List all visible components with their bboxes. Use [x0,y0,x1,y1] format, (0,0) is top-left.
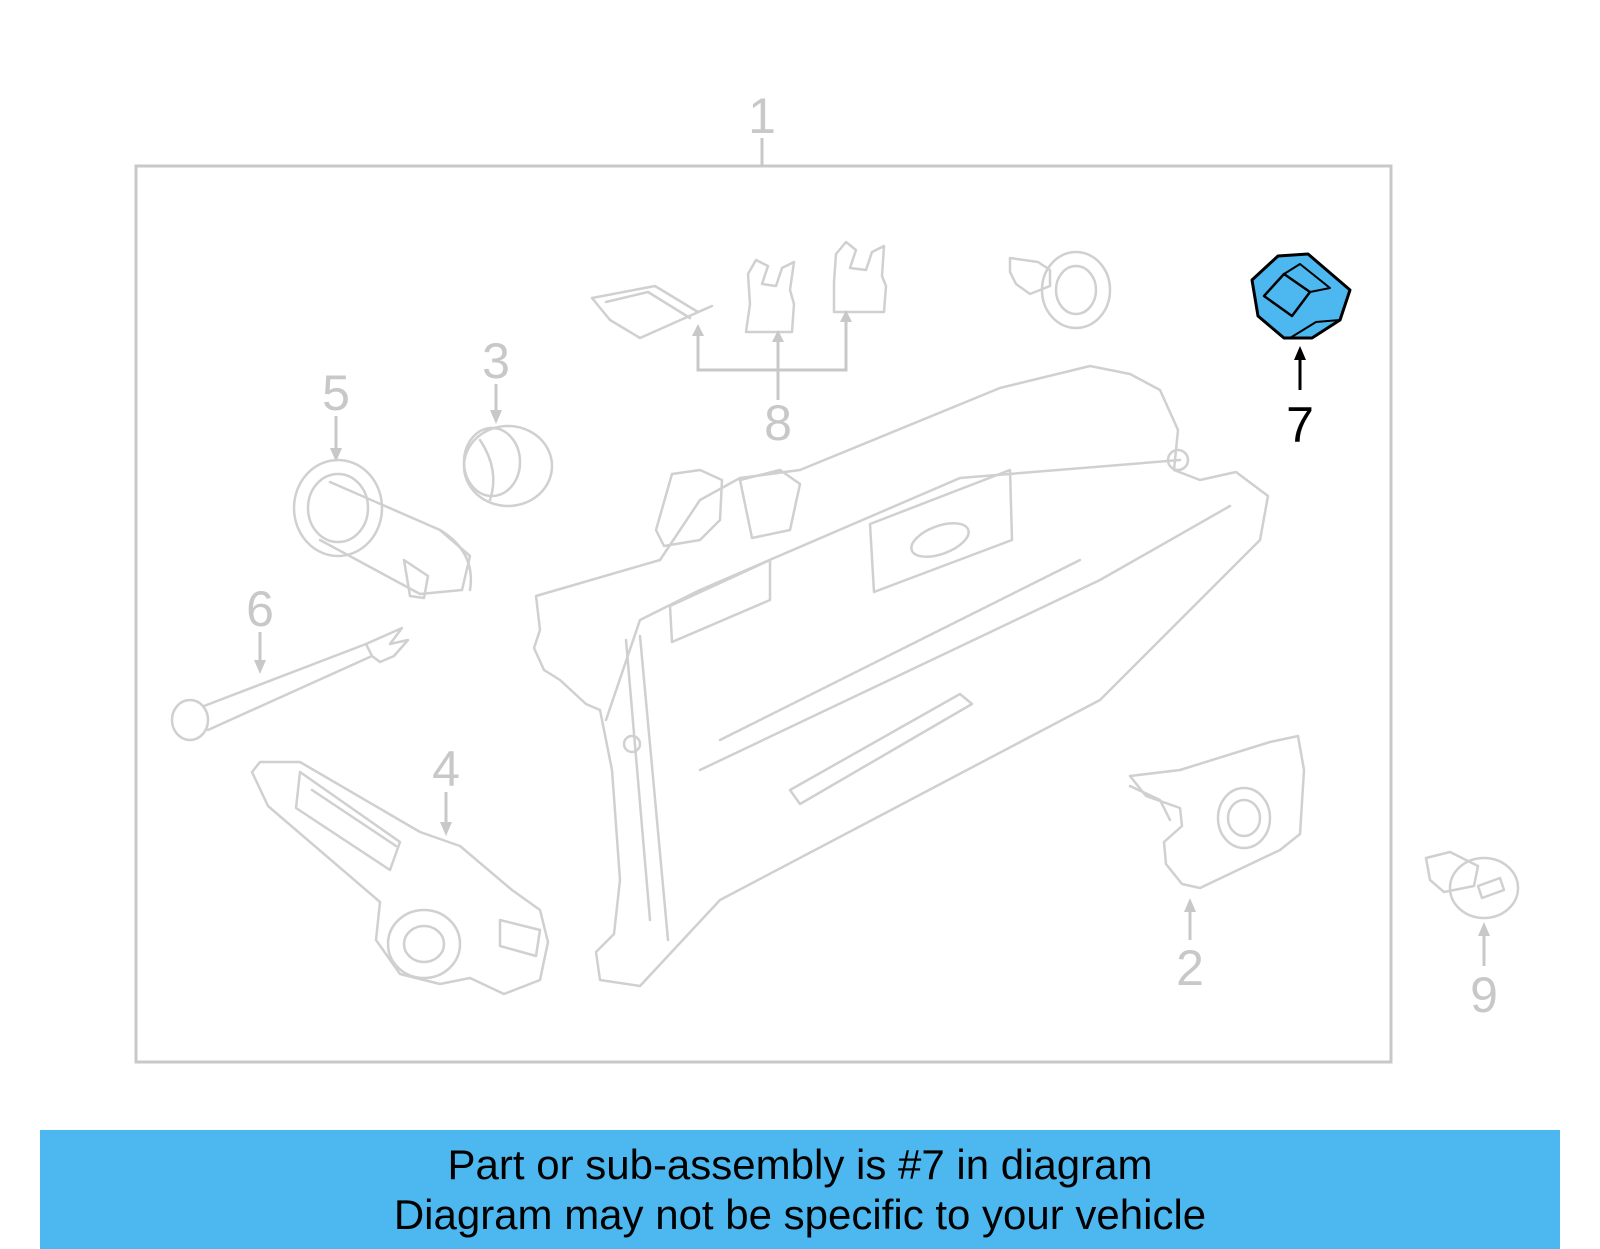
callout-9-label: 9 [1470,967,1498,1023]
callout-1[interactable]: 1 [748,88,776,166]
banner-line-2: Diagram may not be specific to your vehi… [393,1190,1207,1238]
callout-3-label: 3 [482,333,510,389]
part-8[interactable]: 8 [590,240,888,451]
banner-line-1: Part or sub-assembly is #7 in diagram [447,1140,1153,1188]
callout-5-label: 5 [322,365,350,421]
screw-near-8 [1008,250,1112,330]
part-7[interactable]: 7 [1250,252,1352,453]
callout-2-label: 2 [1176,940,1204,996]
part-5[interactable]: 5 [292,365,473,600]
part-1-glovebox[interactable] [532,364,1270,988]
assembly-frame [134,164,1393,1064]
info-banner-background [40,1130,1560,1249]
callout-4-label: 4 [432,741,460,797]
callout-7-label: 7 [1286,397,1314,453]
part-9[interactable]: 9 [1424,850,1520,1023]
callout-6-label: 6 [246,581,274,637]
part-2[interactable]: 2 [1128,734,1306,996]
part-7-shape [1250,252,1352,340]
callout-8-label: 8 [764,395,792,451]
info-banner: Part or sub-assembly is #7 in diagram Di… [40,1130,1560,1249]
part-6[interactable]: 6 [170,581,410,742]
callout-1-label: 1 [748,88,776,144]
part-4[interactable]: 4 [250,741,550,996]
part-3[interactable]: 3 [462,333,554,508]
